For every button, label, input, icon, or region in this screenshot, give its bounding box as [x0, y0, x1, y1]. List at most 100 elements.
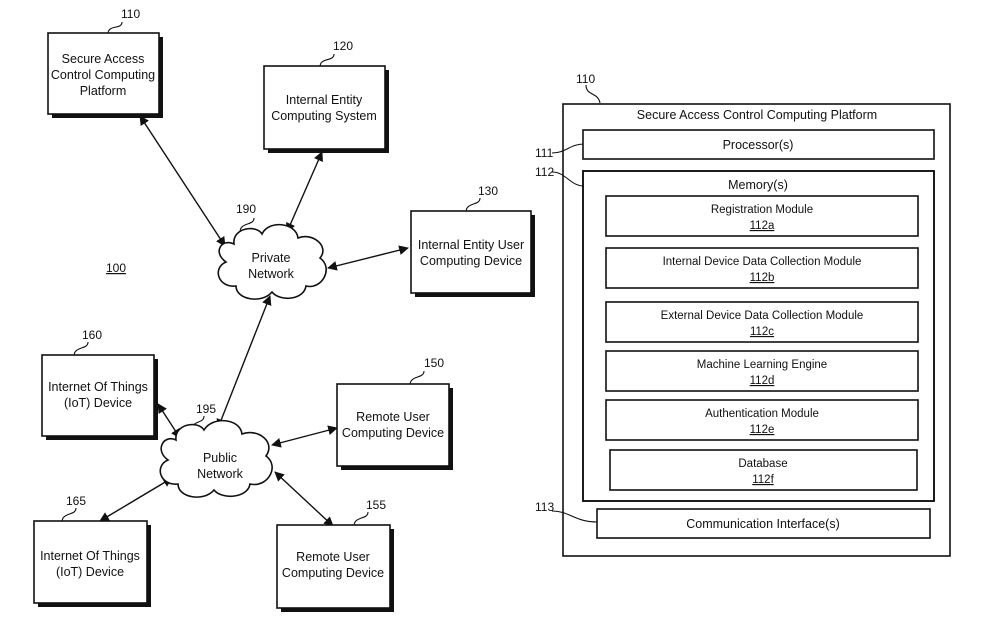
link-165-195: [99, 477, 173, 522]
module-internal-device-data-collection: Internal Device Data Collection Module 1…: [605, 247, 919, 289]
node-box-150: [336, 383, 450, 467]
memory-ref: 112: [535, 165, 554, 179]
node-label-110-line1: Secure Access: [62, 52, 145, 66]
comm-label: Communication Interface(s): [686, 517, 840, 531]
cloud-190-shape: [217, 223, 327, 300]
node-label-130-line1: Internal Entity User: [418, 238, 524, 252]
node-internal-entity-system: 120 Internal Entity Computing System: [263, 39, 389, 153]
network-label-195-line2: Network: [197, 467, 244, 481]
node-label-110-line2: Control Computing: [51, 68, 155, 82]
node-label-160-line2: (IoT) Device: [64, 396, 132, 410]
module-name: Registration Module: [711, 204, 813, 216]
module-name: External Device Data Collection Module: [661, 310, 864, 322]
node-ref-150: 150: [424, 356, 444, 370]
ref-leader-160: [73, 341, 89, 357]
node-box-120: [263, 65, 386, 150]
module-name: Machine Learning Engine: [697, 359, 827, 371]
module-name: Internal Device Data Collection Module: [663, 256, 862, 268]
node-ref-155: 155: [366, 498, 386, 512]
comm-box: [596, 508, 931, 539]
ref-leader-130: [465, 197, 481, 213]
processor-label: Processor(s): [723, 138, 794, 152]
node-ref-120: 120: [333, 39, 353, 53]
link-190-195: [216, 295, 272, 429]
module-authentication: Authentication Module 112e: [605, 399, 919, 441]
node-box-165: [33, 520, 148, 604]
platform-block: 110 Secure Access Control Computing Plat…: [535, 72, 951, 557]
module-ref: 112f: [752, 474, 774, 486]
network-label-195-line1: Public: [203, 451, 237, 465]
node-label-120-line2: Computing System: [271, 109, 377, 123]
node-label-130-line2: Computing Device: [420, 254, 522, 268]
node-internal-user-device: 130 Internal Entity User Computing Devic…: [410, 184, 535, 297]
node-iot-device-165: 165 Internet Of Things (IoT) Device: [33, 494, 151, 607]
module-external-device-data-collection: External Device Data Collection Module 1…: [605, 301, 919, 343]
ref-leader-platform: [585, 84, 601, 104]
node-ref-130: 130: [478, 184, 498, 198]
platform-title: Secure Access Control Computing Platform: [637, 108, 877, 122]
node-secure-access-platform: 110 Secure Access Control Computing Plat…: [47, 7, 163, 118]
node-box-160: [41, 354, 155, 437]
node-box-130: [410, 210, 532, 294]
comm-ref: 113: [535, 500, 554, 514]
private-network-cloud: 190 Private Network: [217, 202, 327, 300]
module-name: Database: [738, 458, 787, 470]
module-ref: 112d: [750, 375, 775, 387]
node-box-110: [47, 32, 160, 115]
figure-ref-label: 100: [106, 261, 126, 275]
network-ref-190: 190: [236, 202, 256, 216]
cloud-195-shape: [159, 419, 273, 498]
module-box: [605, 195, 919, 237]
link-150-195: [271, 425, 338, 448]
ref-leader-110: [107, 21, 123, 35]
node-remote-user-150: 150 Remote User Computing Device: [336, 356, 453, 470]
module-ref: 112e: [750, 424, 775, 436]
node-label-110-line3: Platform: [80, 84, 127, 98]
module-box: [605, 350, 919, 392]
module-box: [605, 399, 919, 441]
node-label-160-line1: Internet Of Things: [48, 380, 148, 394]
node-ref-165: 165: [66, 494, 86, 508]
node-box-155: [276, 524, 391, 609]
node-label-165-line2: (IoT) Device: [56, 565, 124, 579]
module-box: [605, 301, 919, 343]
ref-leader-190: [239, 217, 255, 233]
link-110-190: [139, 115, 226, 247]
network-label-190-line1: Private: [252, 251, 291, 265]
ref-leader-112: [551, 171, 585, 187]
processor-box: [582, 129, 935, 160]
platform-ref: 110: [576, 72, 595, 86]
ref-leader-165: [61, 507, 77, 523]
node-label-150-line2: Computing Device: [342, 426, 444, 440]
node-label-155-line1: Remote User: [296, 550, 370, 564]
ref-leader-113: [551, 510, 599, 523]
link-130-190: [327, 245, 409, 271]
link-155-195: [274, 471, 334, 527]
link-120-190: [286, 151, 323, 233]
module-registration: Registration Module 112a: [605, 195, 919, 237]
ref-leader-150: [409, 370, 425, 386]
ref-leader-111: [551, 143, 585, 154]
node-iot-device-160: 160 Internet Of Things (IoT) Device: [41, 328, 158, 440]
node-ref-160: 160: [82, 328, 102, 342]
network-connections: [99, 115, 409, 527]
network-label-190-line2: Network: [248, 267, 295, 281]
module-machine-learning-engine: Machine Learning Engine 112d: [605, 350, 919, 392]
ref-leader-155: [353, 511, 369, 527]
ref-leader-120: [319, 53, 335, 68]
node-remote-user-155: 155 Remote User Computing Device: [276, 498, 394, 612]
module-box: [605, 247, 919, 289]
link-160-195: [157, 403, 181, 439]
node-ref-110: 110: [121, 7, 140, 21]
node-label-155-line2: Computing Device: [282, 566, 384, 580]
node-label-165-line1: Internet Of Things: [40, 549, 140, 563]
module-ref: 112c: [750, 326, 774, 338]
memory-label: Memory(s): [728, 178, 788, 192]
network-ref-195: 195: [196, 402, 216, 416]
node-label-120-line1: Internal Entity: [286, 93, 363, 107]
module-ref: 112b: [750, 272, 775, 284]
processor-ref: 111: [535, 146, 554, 160]
module-box: [609, 449, 918, 491]
module-name: Authentication Module: [705, 408, 819, 420]
